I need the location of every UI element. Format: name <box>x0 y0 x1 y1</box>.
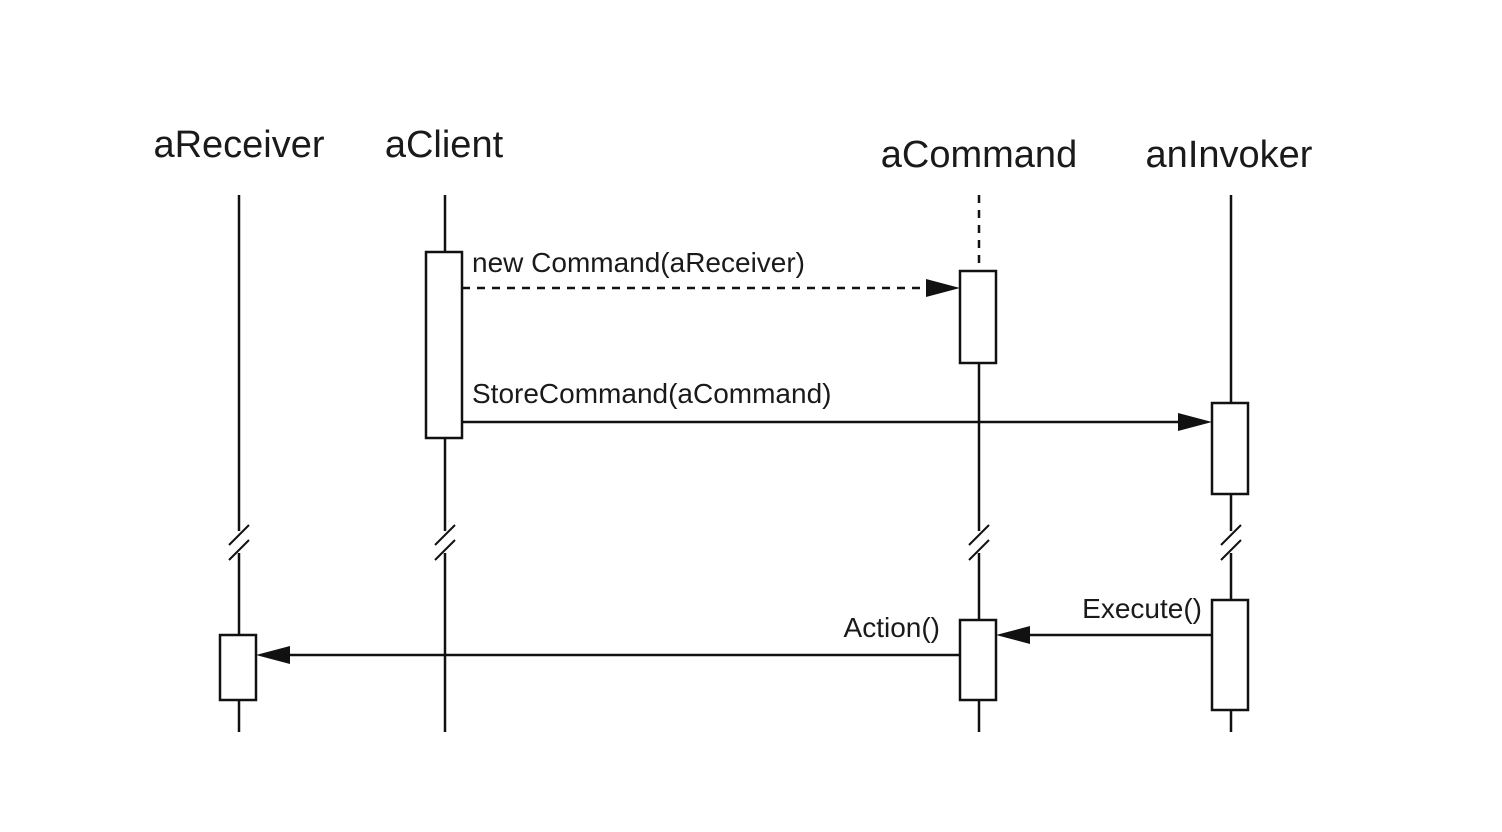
activation-invoker-execute <box>1210 598 1250 712</box>
actor-label-client: aClient <box>385 124 504 166</box>
message-label-action: Action() <box>844 612 940 643</box>
activation-command-execute <box>958 618 998 702</box>
message-execute: Execute() <box>996 593 1212 644</box>
time-break-invoker <box>1220 524 1242 561</box>
time-break-command <box>968 524 990 561</box>
arrowhead-create <box>926 279 960 297</box>
time-break-receiver <box>228 524 250 561</box>
message-label-create: new Command(aReceiver) <box>472 247 805 278</box>
message-label-store: StoreCommand(aCommand) <box>472 378 831 409</box>
arrowhead-action <box>256 646 290 664</box>
message-label-execute: Execute() <box>1082 593 1202 624</box>
message-action: Action() <box>256 612 960 664</box>
actor-label-command: aCommand <box>881 134 1077 176</box>
activation-client <box>424 250 464 440</box>
actor-label-receiver: aReceiver <box>153 124 324 166</box>
time-break-client <box>434 524 456 561</box>
arrowhead-store <box>1178 413 1212 431</box>
message-store-command: StoreCommand(aCommand) <box>462 378 1212 431</box>
activation-receiver <box>218 633 258 702</box>
message-create-command: new Command(aReceiver) <box>462 247 960 297</box>
activation-command-create <box>958 269 998 365</box>
actor-label-invoker: anInvoker <box>1146 134 1313 176</box>
arrowhead-execute <box>996 626 1030 644</box>
activation-invoker-store <box>1210 401 1250 496</box>
